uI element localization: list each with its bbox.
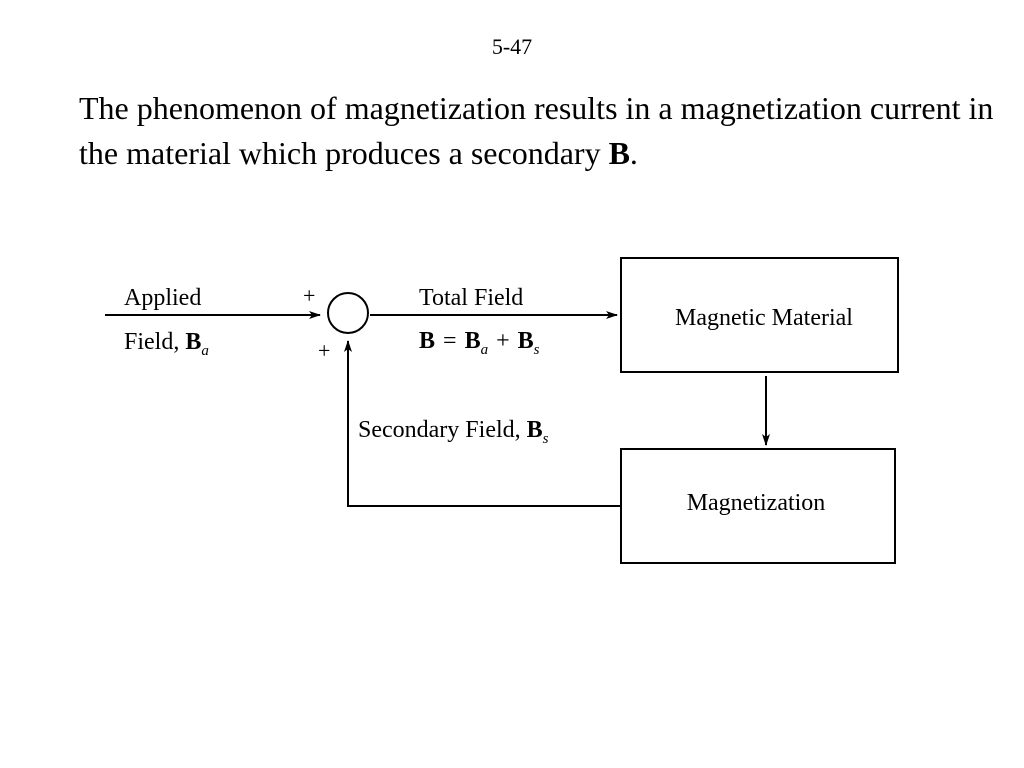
secondary-field-label: Secondary Field,Bs [358,417,549,447]
secondary-b: B [527,417,543,443]
eq-equals: = [443,328,457,354]
caption-text: The phenomenon of magnetization results … [79,90,994,171]
eq-ba: B [465,328,481,354]
applied-label: Applied [124,285,201,311]
eq-b: B [419,328,435,354]
magnetization-block [620,448,896,564]
eq-bs: B [518,328,534,354]
magnetic-material-block [620,257,899,373]
total-field-label: Total Field [419,285,523,311]
total-field-equation: B = Ba + Bs [419,328,540,358]
plus-sign-bottom: + [318,338,330,363]
feedback-path [344,340,621,507]
b-symbol: B [185,329,201,355]
applied-field-symbol: Field,Ba [124,329,209,359]
secondary-sub-s: s [543,431,549,447]
eq-sub-s: s [534,342,540,358]
caption-end: . [629,135,638,171]
magnetization-label: Magnetization [687,490,826,516]
field-label: Field, [124,329,179,355]
magnetic-material-label: Magnetic Material [675,305,853,331]
secondary-field-text: Secondary Field, [358,417,521,443]
subscript-a: a [201,343,209,359]
plus-sign-top: + [303,283,315,308]
page-number: 5-47 [491,34,533,59]
slide-caption: The phenomenon of magnetization results … [79,86,1009,176]
eq-plus: + [496,328,510,354]
caption-bold-b: B [608,135,630,171]
eq-sub-a: a [481,342,489,358]
summing-junction [327,292,369,334]
